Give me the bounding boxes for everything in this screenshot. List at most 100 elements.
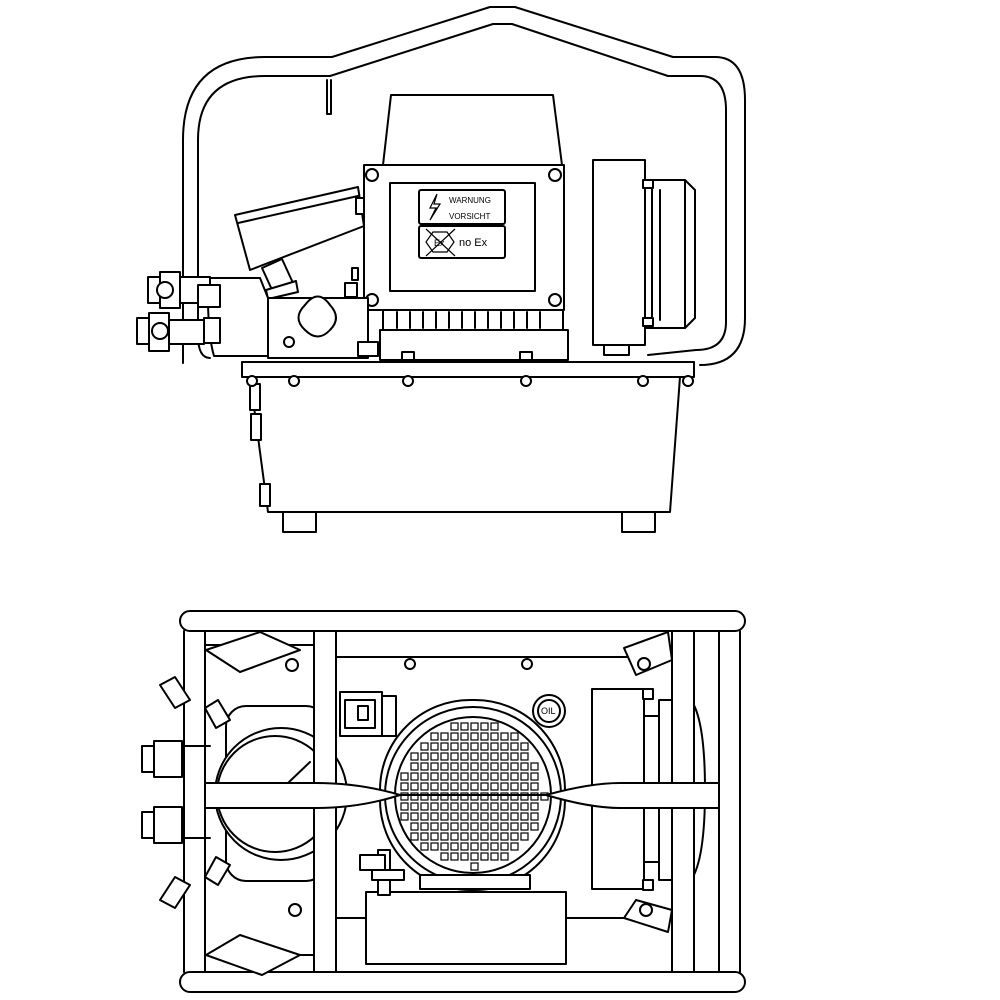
pump-block [206, 267, 379, 359]
fan-grid-hole [460, 822, 469, 831]
fan-grid-hole [430, 762, 439, 771]
fan-grid-hole [460, 742, 469, 751]
fan-grid-hole [510, 842, 519, 851]
fan-grid-hole [520, 822, 529, 831]
frame-uprights [204, 630, 720, 973]
fan-grid-hole [450, 752, 459, 761]
fan-grid-hole [460, 792, 469, 801]
tank-bolts [246, 375, 694, 387]
fan-grid-hole [410, 752, 419, 761]
fan-grid-hole [520, 752, 529, 761]
fan-grid-hole [430, 732, 439, 741]
warning-text-vorsicht: VORSICHT [449, 212, 490, 221]
fan-grid-hole [470, 722, 479, 731]
fan-grid-hole [470, 762, 479, 771]
fan-grid-hole [480, 842, 489, 851]
fan-grid-hole [440, 782, 449, 791]
fan-grid-hole [510, 732, 519, 741]
fan-grid-hole [490, 822, 499, 831]
fan-grid-hole [500, 842, 509, 851]
fan-grid-hole [430, 802, 439, 811]
fan-grid-hole [470, 832, 479, 841]
fan-grid-hole [470, 812, 479, 821]
fan-grid-hole [500, 742, 509, 751]
fan-grid-hole [450, 772, 459, 781]
fan-grid-hole [490, 732, 499, 741]
fan-grid-hole [470, 822, 479, 831]
fan-grid-hole [420, 772, 429, 781]
fan-grid-hole [460, 802, 469, 811]
fan-grid-hole [430, 792, 439, 801]
fan-grid-hole [490, 762, 499, 771]
fan-grid-hole [470, 732, 479, 741]
fan-grid-hole [520, 832, 529, 841]
fan-grid-hole [510, 822, 519, 831]
fan-grid-hole [480, 762, 489, 771]
fan-grid-hole [520, 762, 529, 771]
fan-grid-hole [530, 772, 539, 781]
fan-grid-hole [480, 852, 489, 861]
fan-grid-hole [520, 812, 529, 821]
fan-grid-hole [500, 802, 509, 811]
fan-grid-hole [460, 752, 469, 761]
fan-grid-hole [510, 812, 519, 821]
fan-grid-hole [420, 782, 429, 791]
fan-grid-hole [410, 782, 419, 791]
fan-grid-hole [410, 792, 419, 801]
fan-grid-hole [490, 772, 499, 781]
fan-grid-hole [440, 802, 449, 811]
fan-grid-hole [500, 792, 509, 801]
fan-grid-hole [510, 772, 519, 781]
cross-members [205, 631, 673, 976]
fan-grid-hole [530, 812, 539, 821]
fan-grid-hole [410, 832, 419, 841]
fan-grid-hole [500, 782, 509, 791]
fan-grid-hole [430, 832, 439, 841]
fan-grid-hole [420, 742, 429, 751]
fan-grid-hole [430, 772, 439, 781]
fan-grid-hole [480, 812, 489, 821]
fan-grid-hole [500, 832, 509, 841]
fan-grid-hole [520, 802, 529, 811]
fan-grid-hole [410, 762, 419, 771]
fan-grid-hole [430, 822, 439, 831]
fan-grid-hole [480, 722, 489, 731]
fan-grid-hole [420, 812, 429, 821]
fan-grid-hole [500, 752, 509, 761]
no-ex-text: no Ex [459, 237, 488, 249]
fan-grid-hole [440, 792, 449, 801]
fan-grid-hole [520, 742, 529, 751]
fan-grid-hole [450, 792, 459, 801]
fan-grid-hole [520, 772, 529, 781]
fan-grid-hole [520, 792, 529, 801]
fan-grid-hole [460, 762, 469, 771]
fan-grid-hole [510, 782, 519, 791]
fan-grid-hole [520, 782, 529, 791]
warning-plate: WARNUNG VORSICHT Ex no Ex [418, 189, 506, 259]
fan-grid-hole [490, 722, 499, 731]
fan-grid-hole [470, 782, 479, 791]
fan-grid-hole [440, 762, 449, 771]
fan-grid-hole [440, 822, 449, 831]
fan-grid-hole [480, 802, 489, 811]
oil-filler-cap: OIL [532, 694, 566, 728]
side-couplings [136, 271, 221, 352]
fan-grid-hole [470, 862, 479, 871]
fan-grid-hole [420, 822, 429, 831]
valve-block-side [592, 159, 696, 356]
fan-grid-hole [420, 832, 429, 841]
fan-grid-hole [490, 832, 499, 841]
fan-grid-hole [490, 792, 499, 801]
fan-grid-hole [460, 842, 469, 851]
fan-grid-hole [470, 792, 479, 801]
fan-grid-hole [410, 802, 419, 811]
fan-grid-hole [450, 822, 459, 831]
top-couplings [141, 676, 231, 909]
fan-grid-hole [460, 832, 469, 841]
fan-grid-hole [500, 812, 509, 821]
fan-grid-hole [510, 832, 519, 841]
fan-grid-hole [420, 762, 429, 771]
fan-grid-hole [450, 782, 459, 791]
fan-grid-hole [510, 802, 519, 811]
